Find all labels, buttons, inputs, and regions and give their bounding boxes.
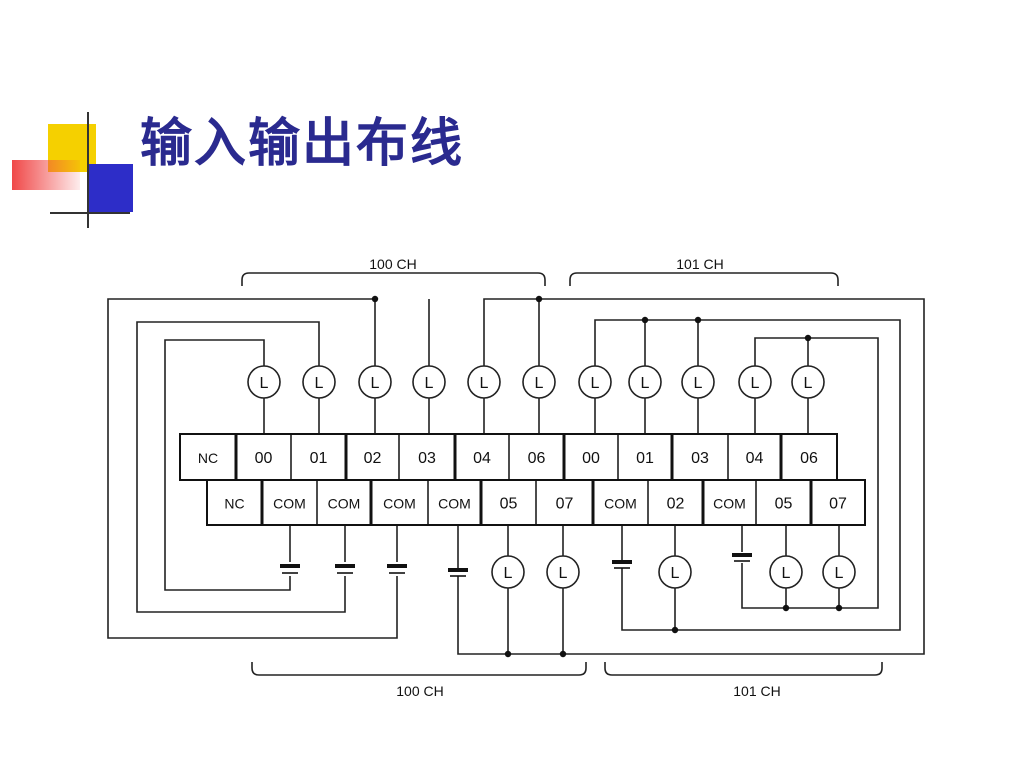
lamp-label: L <box>260 375 269 392</box>
junction-dot <box>804 334 812 342</box>
upper-label-101ch: 101 CH <box>676 256 723 272</box>
load-lamps: L L L L L L L L L L L L L L L L <box>247 365 856 589</box>
lamp-label: L <box>694 375 703 392</box>
upper-terminal-8: 01 <box>636 450 654 467</box>
lower-terminal-9: COM <box>713 496 746 512</box>
lamp-load-icon: L <box>491 555 525 589</box>
lamp-label: L <box>641 375 650 392</box>
lamp-label: L <box>782 565 791 582</box>
junction-dot <box>835 604 843 612</box>
lamp-load-icon: L <box>628 365 662 399</box>
lower-terminal-8: 02 <box>667 496 685 513</box>
upper-terminal-4: 03 <box>418 450 436 467</box>
deco-red-bar <box>12 160 80 190</box>
upper-terminal-1: 00 <box>255 450 273 467</box>
junction-dot <box>535 295 543 303</box>
lower-terminal-4: COM <box>438 496 471 512</box>
dc-supplies <box>280 553 752 577</box>
upper-label-100ch: 100 CH <box>369 256 416 272</box>
upper-terminal-10: 04 <box>746 450 764 467</box>
upper-terminal-3: 02 <box>364 450 382 467</box>
lamp-load-icon: L <box>658 555 692 589</box>
upper-terminal-11: 06 <box>800 450 818 467</box>
lower-terminal-1: COM <box>273 496 306 512</box>
lamp-label: L <box>480 375 489 392</box>
upper-terminal-9: 03 <box>691 450 709 467</box>
lamp-load-icon: L <box>681 365 715 399</box>
power-supply-icon <box>280 564 300 574</box>
power-supply-icon <box>448 568 468 577</box>
lower-terminal-11: 07 <box>829 496 847 513</box>
power-supply-icon <box>387 564 407 574</box>
lamp-label: L <box>315 375 324 392</box>
lower-terminal-5: 05 <box>500 496 518 513</box>
junction-dot <box>694 316 702 324</box>
upper-terminal-0: NC <box>198 450 218 466</box>
lamp-label: L <box>671 565 680 582</box>
lower-terminal-6: 07 <box>556 496 574 513</box>
lower-bracket-101ch <box>604 662 883 676</box>
junction-dot <box>371 295 379 303</box>
lamp-label: L <box>425 375 434 392</box>
lamp-load-icon: L <box>791 365 825 399</box>
slide-title: 输入输出布线 <box>140 113 465 174</box>
lamp-load-icon: L <box>769 555 803 589</box>
lamp-label: L <box>591 375 600 392</box>
lamp-load-icon: L <box>358 365 392 399</box>
lamp-label: L <box>371 375 380 392</box>
power-supply-icon <box>732 553 752 562</box>
lamp-load-icon: L <box>822 555 856 589</box>
lamp-load-icon: L <box>467 365 501 399</box>
upper-terminal-2: 01 <box>310 450 328 467</box>
lamp-label: L <box>535 375 544 392</box>
upper-bracket-101ch <box>569 272 839 286</box>
upper-terminal-5: 04 <box>473 450 491 467</box>
lamp-load-icon: L <box>302 365 336 399</box>
junction-dot <box>782 604 790 612</box>
lower-terminal-0: NC <box>224 496 244 512</box>
upper-terminal-7: 00 <box>582 450 600 467</box>
junction-dots <box>371 295 843 658</box>
deco-blue-square <box>87 164 133 212</box>
junction-dot <box>504 650 512 658</box>
lamp-load-icon: L <box>738 365 772 399</box>
lamp-label: L <box>559 565 568 582</box>
lower-terminal-10: 05 <box>775 496 793 513</box>
lower-label-100ch: 100 CH <box>396 683 443 699</box>
lower-bracket-100ch <box>251 662 587 676</box>
junction-dot <box>671 626 679 634</box>
lamp-label: L <box>504 565 513 582</box>
upper-terminal-6: 06 <box>528 450 546 467</box>
power-supply-icon <box>612 560 632 569</box>
title-decoration <box>12 112 970 228</box>
lower-label-101ch: 101 CH <box>733 683 780 699</box>
junction-dot <box>559 650 567 658</box>
junction-dot <box>641 316 649 324</box>
lamp-load-icon: L <box>578 365 612 399</box>
lower-terminal-7: COM <box>604 496 637 512</box>
lamp-load-icon: L <box>247 365 281 399</box>
lamp-load-icon: L <box>522 365 556 399</box>
power-supply-icon <box>335 564 355 574</box>
lamp-load-icon: L <box>412 365 446 399</box>
wires <box>107 272 925 676</box>
lamp-load-icon: L <box>546 555 580 589</box>
lower-terminal-3: COM <box>383 496 416 512</box>
lamp-label: L <box>835 565 844 582</box>
upper-bracket-100ch <box>241 272 546 286</box>
lamp-label: L <box>751 375 760 392</box>
lamp-label: L <box>804 375 813 392</box>
lower-terminal-2: COM <box>328 496 361 512</box>
